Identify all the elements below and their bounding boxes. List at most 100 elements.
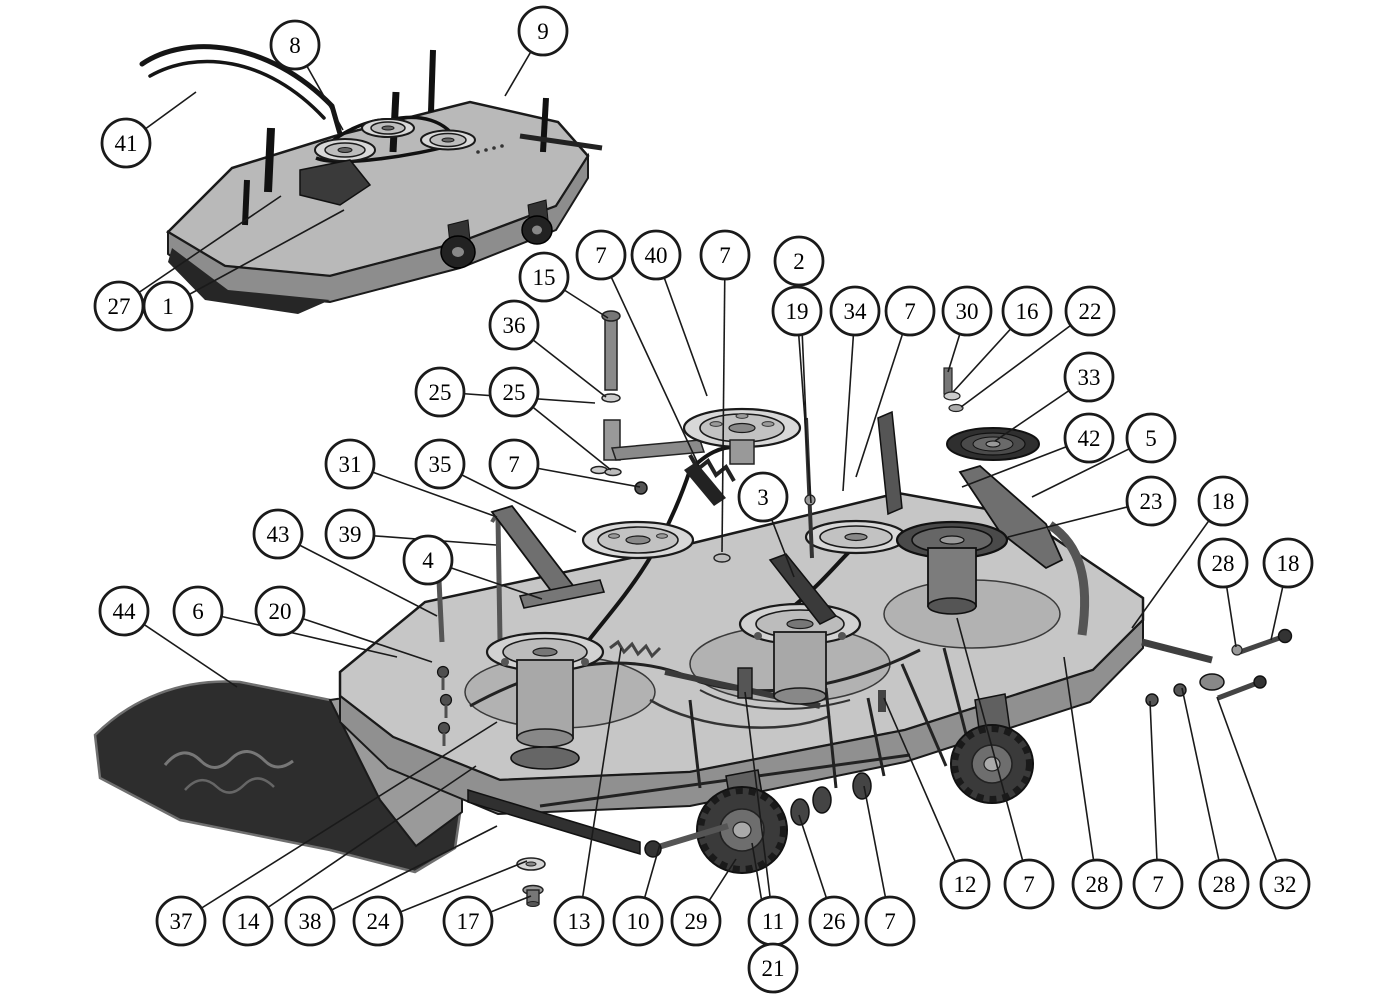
- baffle-line: [649, 698, 831, 729]
- callout-27: 27: [93, 280, 145, 332]
- deck-belt: [583, 444, 743, 647]
- callout-9: 9: [517, 5, 569, 57]
- callout-number: 19: [786, 299, 809, 324]
- callout-balloon: [1198, 858, 1250, 910]
- callout-balloon: [518, 251, 570, 303]
- hanger-bolt: [878, 690, 886, 712]
- callout-number: 32: [1274, 872, 1297, 897]
- callout-10: 10: [612, 895, 664, 947]
- callout-balloon: [269, 19, 321, 71]
- tension-bracket: [877, 410, 903, 516]
- callout-7: 7: [864, 895, 916, 947]
- leader-line-31: [349, 463, 498, 518]
- deck-post: [540, 97, 549, 153]
- callout-balloon: [1197, 537, 1249, 589]
- leader-line-22: [960, 310, 1091, 408]
- callout-number: 17: [457, 909, 480, 934]
- callout-number: 27: [108, 294, 131, 319]
- callout-17: 17: [442, 895, 494, 947]
- callout-balloon: [488, 438, 540, 490]
- flange-nut: [634, 481, 648, 495]
- deck-arm: [519, 133, 603, 151]
- callout-balloon: [771, 285, 823, 337]
- callout-balloon: [630, 229, 682, 281]
- callout-5: 5: [1125, 412, 1177, 464]
- callout-28: 28: [1198, 858, 1250, 910]
- leader-line-1: [167, 209, 345, 307]
- callout-3: 3: [737, 471, 789, 523]
- callout-41: 41: [100, 117, 152, 169]
- small-deck-pulley: [314, 138, 376, 162]
- callout-number: 28: [1086, 872, 1109, 897]
- spindle-right: [895, 520, 1009, 615]
- callout-38: 38: [284, 895, 336, 947]
- blade-bolt: [522, 884, 544, 907]
- callout-balloon: [402, 534, 454, 586]
- callout-number: 7: [508, 452, 520, 477]
- leader-line-12: [883, 697, 966, 885]
- callout-balloon: [808, 895, 860, 947]
- spindle-cover: [946, 427, 1040, 461]
- handle-bail-inner: [148, 59, 326, 120]
- callout-balloon: [941, 285, 993, 337]
- callout-6: 6: [172, 585, 224, 637]
- center-idler-bar: [768, 553, 838, 625]
- callout-balloon: [1064, 285, 1116, 337]
- callout-number: 8: [289, 33, 301, 58]
- idler-arm: [610, 439, 706, 461]
- callout-balloon: [142, 280, 194, 332]
- leader-line-7: [956, 617, 1030, 885]
- handle-bail: [139, 44, 343, 137]
- callout-number: 7: [1023, 872, 1035, 897]
- callout-number: 2: [793, 249, 805, 274]
- callout-number: 43: [267, 522, 290, 547]
- callout-number: 29: [685, 909, 708, 934]
- hanging-rod: [688, 699, 702, 789]
- callout-balloon: [442, 895, 494, 947]
- deck-post: [428, 49, 436, 113]
- washer: [713, 553, 731, 563]
- hardware-dots: [476, 144, 504, 154]
- hanging-rod: [942, 647, 970, 743]
- callout-balloon: [575, 229, 627, 281]
- axle-bolt-long: [1217, 675, 1267, 701]
- leader-line-38: [309, 825, 498, 922]
- callout-balloon: [884, 285, 936, 337]
- small-deck-pulley: [361, 118, 415, 138]
- callout-balloon: [254, 585, 306, 637]
- leader-line-24: [377, 860, 528, 922]
- callout-number: 3: [757, 485, 769, 510]
- axle-washer: [1173, 683, 1187, 697]
- callout-15: 15: [518, 251, 570, 303]
- tension-spring: [609, 639, 662, 659]
- callout-balloon: [324, 438, 376, 490]
- callout-22: 22: [1064, 285, 1116, 337]
- callout-31: 31: [324, 438, 376, 490]
- callout-number: 25: [503, 380, 526, 405]
- callout-balloon: [352, 895, 404, 947]
- caster-wheel: [521, 215, 553, 245]
- callout-balloon: [699, 229, 751, 281]
- callout-37: 37: [155, 895, 207, 947]
- deck-post: [264, 127, 275, 193]
- callout-number: 22: [1079, 299, 1102, 324]
- leader-line-18: [1131, 500, 1224, 629]
- callout-16: 16: [1001, 285, 1053, 337]
- callout-20: 20: [254, 585, 306, 637]
- idler-pulley-left: [581, 520, 695, 560]
- callout-18: 18: [1262, 537, 1314, 589]
- idler-pulley-top: [682, 407, 802, 465]
- link-bar: [518, 579, 606, 609]
- callout-balloon: [1259, 858, 1311, 910]
- callout-balloon: [773, 235, 825, 287]
- leader-line-14: [247, 765, 477, 922]
- callout-42: 42: [1063, 412, 1115, 464]
- callout-balloon: [155, 895, 207, 947]
- callout-19: 19: [771, 285, 823, 337]
- callout-balloon: [747, 942, 799, 994]
- callout-number: 13: [568, 909, 591, 934]
- callout-7: 7: [575, 229, 627, 281]
- callout-number: 42: [1078, 426, 1101, 451]
